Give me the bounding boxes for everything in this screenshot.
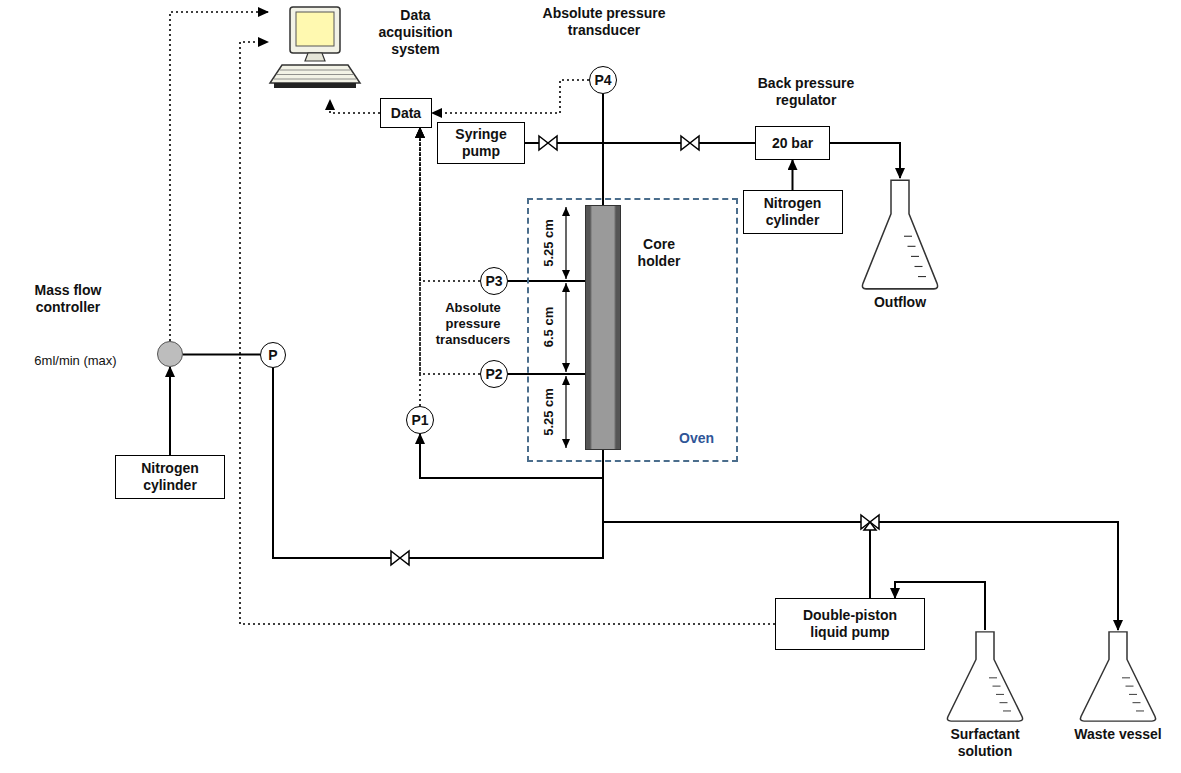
pressure-gauge: P3 bbox=[480, 267, 508, 295]
node-label: Nitrogen cylinder bbox=[748, 195, 838, 229]
flask-outline bbox=[945, 630, 1025, 722]
pipe-line bbox=[508, 373, 585, 375]
node-label: Mass flow controller bbox=[8, 282, 128, 316]
signal-line bbox=[240, 42, 775, 624]
graduation-mark bbox=[1126, 686, 1134, 687]
signal-line bbox=[170, 12, 268, 341]
flask-icon: Outflow bbox=[860, 178, 940, 290]
pressure-gauge: Absolute pressure transducerP4 bbox=[589, 66, 617, 94]
dimension-label: 5.25 cm bbox=[541, 217, 557, 269]
node-label: Nitrogen cylinder bbox=[125, 460, 215, 494]
pump-box: Syringe pump bbox=[437, 122, 525, 164]
node-label: 6ml/min (max) bbox=[8, 352, 143, 369]
node-label: P2 bbox=[485, 366, 502, 383]
node-label: Oven bbox=[679, 430, 729, 447]
dimension-arrow bbox=[565, 207, 566, 448]
flask-outline bbox=[1078, 630, 1158, 722]
pipe-line bbox=[792, 160, 794, 190]
pipe-line bbox=[525, 94, 603, 143]
pressure-gauge: P bbox=[260, 342, 286, 368]
pipe-line bbox=[169, 367, 171, 455]
monitor-stand bbox=[305, 53, 325, 61]
node-label: P4 bbox=[594, 72, 611, 89]
pipe-line bbox=[830, 143, 900, 178]
graduation-mark bbox=[1133, 702, 1141, 703]
node-label: Waste vessel bbox=[1068, 726, 1168, 743]
pump-box: Double-piston liquid pump bbox=[775, 598, 925, 650]
signal-line bbox=[419, 128, 421, 406]
node-label: P bbox=[268, 347, 277, 364]
flask-body bbox=[1080, 632, 1155, 721]
node-label: 20 bar bbox=[772, 135, 813, 152]
pipe-line bbox=[508, 280, 585, 282]
node-label: Data acquisition system bbox=[368, 7, 463, 58]
key-row bbox=[277, 74, 353, 75]
computer-outline bbox=[268, 5, 362, 100]
keyboard bbox=[270, 65, 360, 83]
graduation-mark bbox=[911, 256, 919, 257]
oven-region: Oven Core holder bbox=[527, 198, 738, 462]
pipe-line bbox=[420, 434, 603, 478]
flask-outline bbox=[860, 178, 940, 290]
core-holder: Core holder bbox=[585, 205, 621, 450]
pipe-line bbox=[603, 450, 870, 598]
signal-line bbox=[330, 100, 380, 113]
graduation-mark bbox=[915, 266, 923, 267]
pipe-line bbox=[603, 94, 755, 143]
monitor-frame bbox=[290, 7, 340, 53]
graduation-mark bbox=[918, 276, 926, 277]
node-label: Double-piston liquid pump bbox=[785, 607, 915, 641]
node-label: Surfactant solution bbox=[935, 726, 1035, 760]
node-label: Outflow bbox=[850, 294, 950, 311]
node-label: Data bbox=[391, 105, 421, 122]
graduation-mark bbox=[1003, 710, 1011, 711]
data-box: Data bbox=[380, 98, 432, 128]
graduation-mark bbox=[1122, 677, 1130, 678]
gas-cylinder: Nitrogen cylinder bbox=[743, 190, 843, 234]
node-label: Core holder bbox=[628, 236, 690, 270]
node-label: Syringe pump bbox=[442, 126, 520, 160]
regulator-box: Back pressure regulator20 bar bbox=[755, 126, 830, 160]
graduation-mark bbox=[904, 236, 912, 237]
key-row bbox=[274, 79, 356, 80]
node-label: P1 bbox=[411, 412, 428, 429]
flask-body bbox=[947, 632, 1022, 721]
pipe-line bbox=[273, 368, 603, 558]
node-label: Absolute pressure transducer bbox=[534, 5, 674, 39]
flow-controller: Mass flow controller6ml/min (max) bbox=[157, 341, 183, 367]
pipe-line bbox=[183, 354, 260, 356]
pressure-gauge: P1 bbox=[406, 406, 434, 434]
gas-cylinder: Nitrogen cylinder bbox=[115, 455, 225, 499]
pressure-gauge: P2 bbox=[480, 360, 508, 388]
signal-line bbox=[432, 80, 589, 113]
flask-body bbox=[862, 180, 937, 289]
node-label: P3 bbox=[485, 273, 502, 290]
graduation-mark bbox=[908, 246, 916, 247]
dimension-label: 5.25 cm bbox=[541, 386, 557, 438]
computer-icon: Data acquisition system bbox=[268, 5, 362, 100]
node-label: Back pressure regulator bbox=[746, 75, 866, 109]
graduation-mark bbox=[996, 694, 1004, 695]
key-row bbox=[280, 70, 350, 71]
graduation-mark bbox=[993, 686, 1001, 687]
keyboard-base bbox=[274, 83, 356, 88]
valve-symbol bbox=[391, 136, 879, 565]
flask-icon: Waste vessel bbox=[1078, 630, 1158, 722]
graduation-mark bbox=[989, 677, 997, 678]
graduation-mark bbox=[1129, 694, 1137, 695]
flask-icon: Surfactant solution bbox=[945, 630, 1025, 722]
annotation-label: Absolute pressure transducers bbox=[428, 300, 518, 348]
dimension-label: 6.5 cm bbox=[541, 305, 557, 349]
graduation-mark bbox=[1000, 702, 1008, 703]
graduation-mark bbox=[1136, 710, 1144, 711]
monitor-screen bbox=[296, 12, 334, 46]
